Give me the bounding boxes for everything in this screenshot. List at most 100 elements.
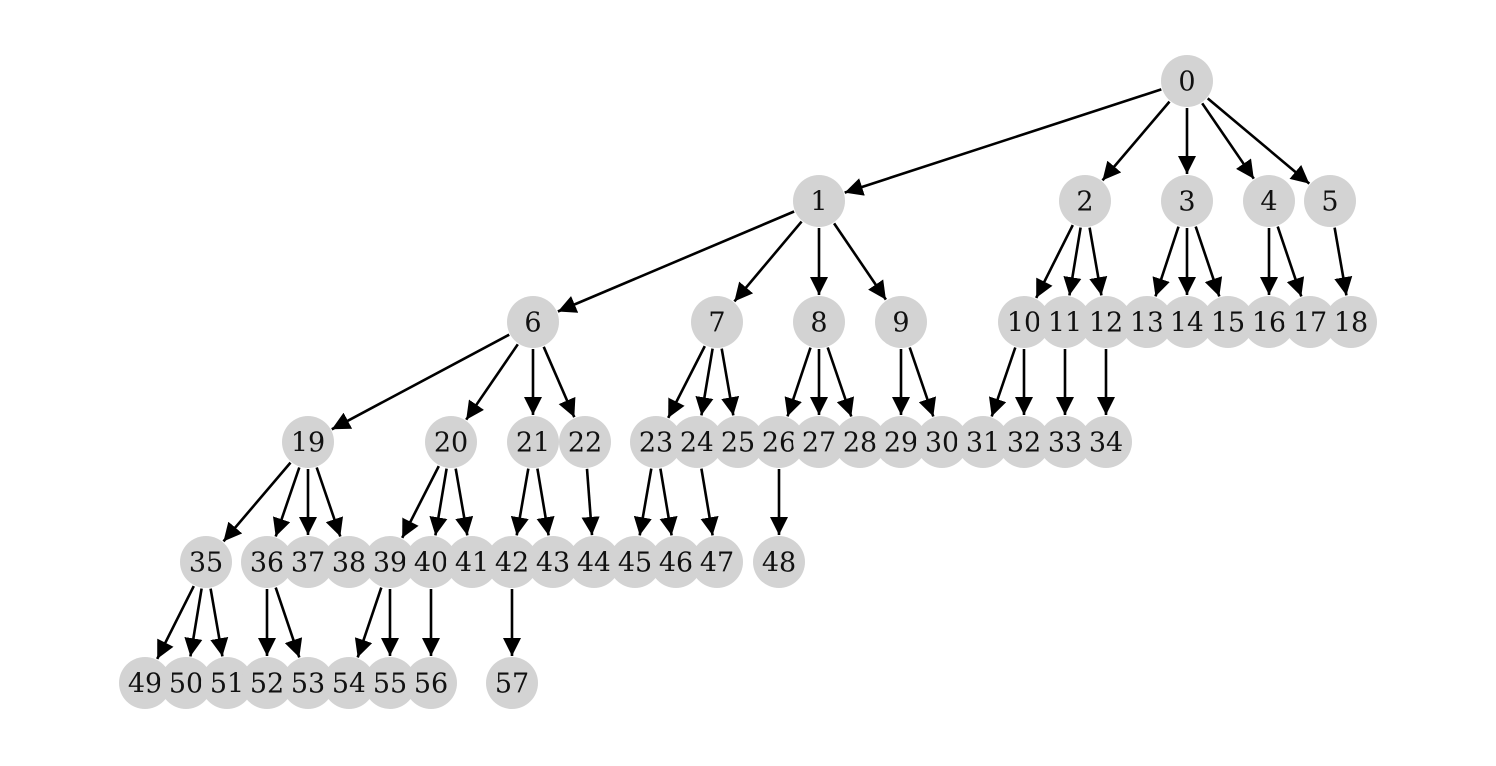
node-label: 32	[1007, 428, 1041, 459]
node-1: 1	[793, 175, 845, 227]
edge-35-50	[184, 588, 203, 657]
edge-21-43	[536, 468, 555, 536]
node-55: 55	[364, 657, 416, 709]
edge-19-35	[222, 461, 292, 543]
node-circle	[753, 416, 805, 468]
node-label: 25	[721, 428, 755, 459]
node-label: 1	[810, 187, 827, 218]
edge-7-24	[695, 348, 714, 416]
node-46: 46	[650, 536, 702, 588]
node-label: 41	[455, 548, 489, 579]
node-label: 12	[1089, 308, 1123, 339]
node-circle	[364, 657, 416, 709]
edge-2-11	[1063, 227, 1082, 296]
node-5: 5	[1304, 175, 1356, 227]
node-label: 30	[925, 428, 959, 459]
node-3: 3	[1161, 175, 1213, 227]
edge-36-53	[274, 587, 303, 658]
node-label: 21	[516, 428, 550, 459]
node-circle	[1039, 416, 1091, 468]
node-label: 14	[1170, 308, 1204, 339]
node-33: 33	[1039, 416, 1091, 468]
node-circle	[446, 536, 498, 588]
node-label: 34	[1089, 428, 1123, 459]
edge-19-36	[272, 467, 301, 537]
edge-24-47	[700, 468, 719, 536]
node-label: 20	[434, 428, 468, 459]
node-32: 32	[998, 416, 1050, 468]
node-27: 27	[793, 416, 845, 468]
node-label: 49	[128, 669, 162, 700]
node-label: 24	[680, 428, 714, 459]
node-circle	[568, 536, 620, 588]
node-circle	[691, 536, 743, 588]
node-label: 0	[1178, 67, 1195, 98]
node-35: 35	[180, 536, 232, 588]
node-circle	[1243, 296, 1295, 348]
node-26: 26	[753, 416, 805, 468]
edge-5-18	[1333, 227, 1353, 296]
node-label: 56	[414, 669, 448, 700]
node-31: 31	[957, 416, 1009, 468]
node-circle	[1325, 296, 1377, 348]
node-circle	[875, 416, 927, 468]
node-38: 38	[323, 536, 375, 588]
node-circle	[527, 536, 579, 588]
node-circle	[282, 416, 334, 468]
edge-3-13	[1152, 226, 1180, 297]
edge-4-17	[1276, 226, 1305, 297]
node-circle	[671, 416, 723, 468]
node-label: 38	[332, 548, 366, 579]
edge-0-4	[1201, 102, 1255, 180]
node-circle	[486, 657, 538, 709]
node-label: 36	[250, 548, 284, 579]
node-circle	[559, 416, 611, 468]
node-2: 2	[1059, 175, 1111, 227]
node-circle	[691, 296, 743, 348]
node-52: 52	[241, 657, 293, 709]
node-21: 21	[507, 416, 559, 468]
edge-7-23	[667, 345, 706, 419]
node-label: 57	[495, 669, 529, 700]
node-18: 18	[1325, 296, 1377, 348]
node-57: 57	[486, 657, 538, 709]
node-circle	[282, 536, 334, 588]
edge-7-25	[720, 348, 740, 416]
node-40: 40	[405, 536, 457, 588]
edge-0-2	[1101, 100, 1171, 182]
node-43: 43	[527, 536, 579, 588]
node-circle	[180, 536, 232, 588]
node-25: 25	[712, 416, 764, 468]
edge-23-45	[633, 468, 653, 536]
node-circle	[1161, 296, 1213, 348]
node-label: 22	[568, 428, 602, 459]
edge-21-42	[510, 468, 530, 536]
node-circle	[507, 416, 559, 468]
node-label: 13	[1130, 308, 1164, 339]
node-circle	[364, 536, 416, 588]
node-label: 7	[708, 308, 725, 339]
node-circle	[507, 296, 559, 348]
node-circle	[1059, 175, 1111, 227]
node-label: 5	[1321, 187, 1338, 218]
node-label: 18	[1334, 308, 1368, 339]
node-label: 52	[250, 669, 284, 700]
node-circle	[630, 416, 682, 468]
node-circle	[998, 296, 1050, 348]
node-circle	[609, 536, 661, 588]
node-label: 19	[291, 428, 325, 459]
node-label: 43	[536, 548, 570, 579]
node-circle	[1284, 296, 1336, 348]
node-8: 8	[793, 296, 845, 348]
node-circle	[753, 536, 805, 588]
node-label: 6	[524, 308, 541, 339]
node-label: 17	[1293, 308, 1327, 339]
edge-6-19	[331, 333, 510, 431]
edge-10-31	[988, 347, 1017, 417]
edge-6-22	[542, 346, 576, 418]
node-label: 35	[189, 548, 223, 579]
edge-20-40	[429, 468, 448, 536]
node-circle	[712, 416, 764, 468]
